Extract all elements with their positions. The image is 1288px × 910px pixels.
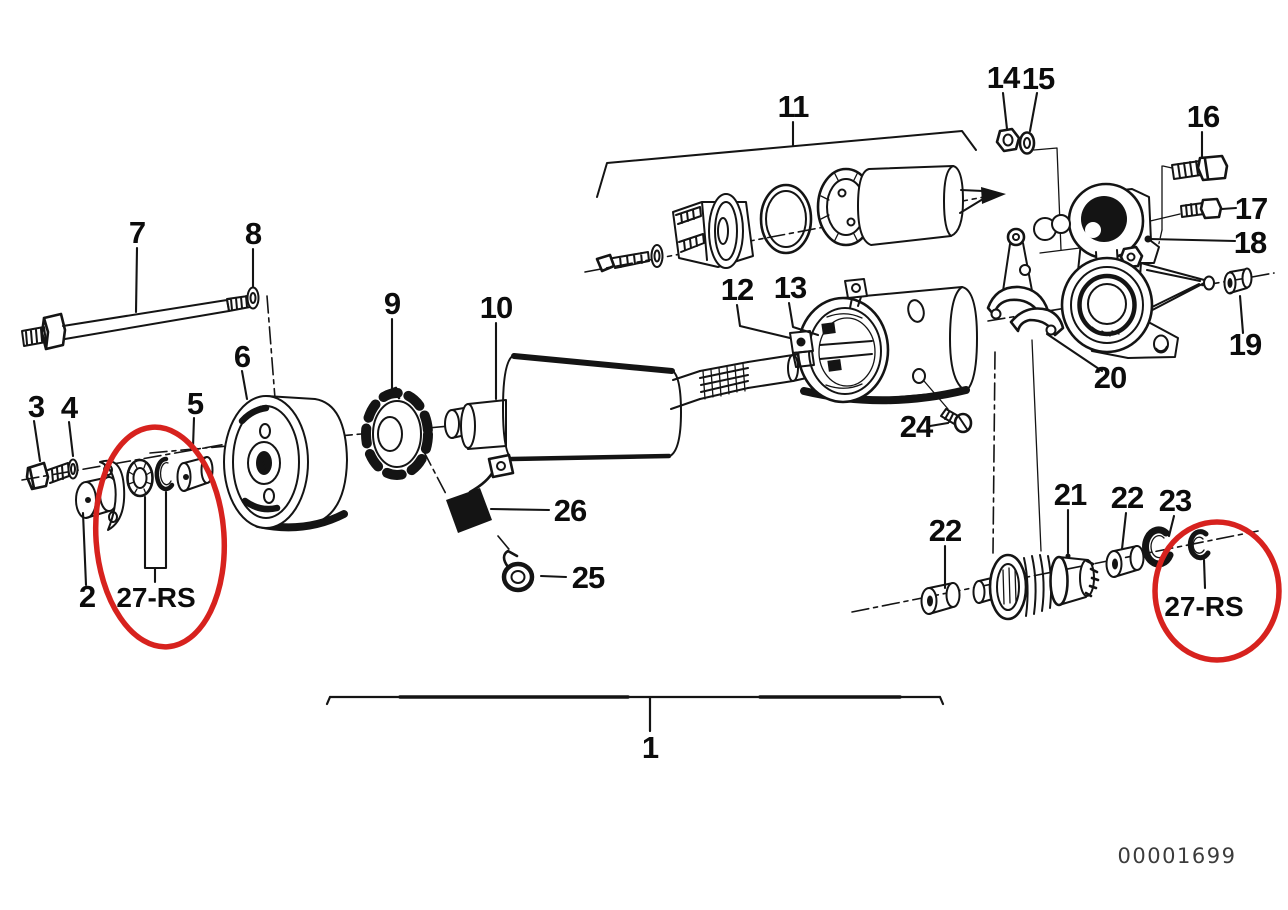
part-label-17: 17: [1235, 191, 1267, 226]
part-label-27rs-right: 27-RS: [1164, 591, 1243, 622]
brush-and-clip-parts: [422, 449, 535, 593]
left-end-assembly: [25, 456, 214, 531]
part-label-8: 8: [245, 216, 262, 251]
part-label-21: 21: [1054, 477, 1087, 512]
part-label-4: 4: [61, 390, 79, 425]
part-label-9: 9: [384, 286, 401, 321]
field-housing-part: [789, 278, 978, 434]
part-label-16: 16: [1187, 99, 1220, 134]
end-shield-part: [223, 395, 348, 532]
part-label-27rs-left: 27-RS: [116, 582, 195, 613]
pinion-bushing-part: [1223, 267, 1253, 295]
part-label-10: 10: [480, 290, 512, 325]
part-label-5: 5: [187, 386, 204, 421]
part-label-11: 11: [778, 89, 810, 124]
part-label-12: 12: [721, 272, 753, 307]
part-label-26: 26: [554, 493, 587, 528]
nut-and-washer-parts: [995, 127, 1089, 254]
drawing-number: 00001699: [1118, 844, 1237, 868]
part-label-18: 18: [1234, 225, 1267, 260]
solenoid-assembly: [595, 130, 1006, 273]
part-label-23: 23: [1159, 483, 1192, 518]
part-label-1: 1: [642, 730, 659, 765]
part-label-13: 13: [774, 270, 807, 305]
part-label-15: 15: [1022, 61, 1055, 96]
tie-bolt-part: [21, 286, 278, 425]
part-label-7: 7: [129, 215, 145, 250]
part-label-22a: 22: [1111, 480, 1143, 515]
highlight-ellipse-right: [1152, 519, 1282, 663]
part-label-22b: 22: [929, 513, 961, 548]
highlight-ellipse-left: [92, 424, 228, 650]
drive-end-housing-part: [1060, 182, 1215, 359]
spider-washer-part: [361, 386, 433, 480]
part-label-19: 19: [1229, 327, 1262, 362]
part-label-14: 14: [987, 60, 1021, 95]
part-label-24: 24: [900, 409, 934, 444]
clutch-drive-assembly: [920, 526, 1211, 621]
part-labels: 1 2 3 4 5 6 7 8 9 10 11 12 13 14 15 16 1…: [28, 60, 1268, 765]
part-label-6: 6: [234, 339, 251, 374]
engagement-fork-part: [986, 214, 1071, 554]
part-label-3: 3: [28, 389, 45, 424]
part-label-2: 2: [79, 579, 95, 614]
armature-part: [444, 350, 826, 462]
part-label-25: 25: [572, 560, 605, 595]
leader-lines: [32, 91, 1245, 733]
mount-bolt-parts: [1145, 154, 1229, 253]
part-label-20: 20: [1094, 360, 1126, 395]
